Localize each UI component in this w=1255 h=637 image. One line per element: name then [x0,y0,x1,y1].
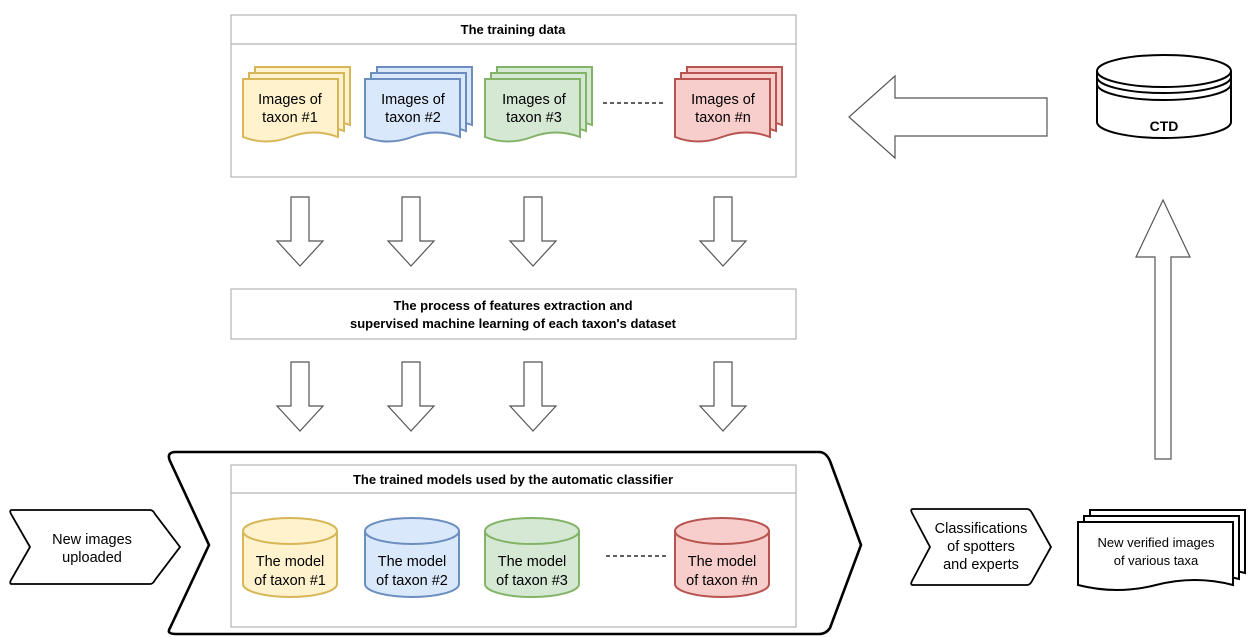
image-stack-taxon-3: Images of taxon #3 [484,66,593,143]
down-arrow-icon [698,361,748,432]
training-data-title: The training data [461,22,567,37]
model-label-line2: of taxon #3 [496,573,568,589]
image-stack-label-line1: Images of [258,92,323,108]
down-arrow-icon [275,196,325,267]
new-images-line1: New images [52,532,132,548]
classifications-line2: of spotters [947,539,1015,555]
model-taxon-n: The model of taxon #n [674,517,770,598]
model-label-line2: of taxon #1 [254,573,326,589]
image-stack-taxon-1: Images of taxon #1 [242,66,351,143]
left-arrow-icon [848,74,1048,160]
image-stack-label-line1: Images of [691,92,756,108]
ctd-database: CTD [1096,54,1232,139]
image-stack-taxon-2: Images of taxon #2 [364,66,473,143]
down-arrow-icon [386,196,436,267]
model-label-line1: The model [378,554,447,570]
image-stack-label-line1: Images of [381,92,446,108]
model-label-line1: The model [498,554,567,570]
classifications-line3: and experts [943,557,1019,573]
process-line2: supervised machine learning of each taxo… [350,316,677,331]
classifications-line1: Classifications [935,521,1028,537]
verified-line2: of various taxa [1114,553,1199,568]
image-stack-label-line2: taxon #3 [506,110,562,126]
new-images-line2: uploaded [62,550,122,566]
down-arrow-icon [386,361,436,432]
down-arrow-icon [275,361,325,432]
verified-images-stack: New verified images of various taxa [1077,509,1246,591]
up-arrow-icon [1135,198,1191,460]
model-taxon-2: The model of taxon #2 [364,517,460,598]
image-stack-label-line2: taxon #n [695,110,751,126]
down-arrow-icon [508,361,558,432]
model-label-line1: The model [688,554,757,570]
image-stack-taxon-n: Images of taxon #n [674,66,783,143]
model-label-line2: of taxon #n [686,573,758,589]
down-arrows-row-1 [275,196,748,267]
image-stack-label-line2: taxon #2 [385,110,441,126]
classifications-step: Classifications of spotters and experts [910,508,1053,586]
process-line1: The process of features extraction and [393,298,632,313]
database-icon-label: CTD [1150,118,1179,134]
image-stack-label-line1: Images of [502,92,567,108]
down-arrows-row-2 [275,361,748,432]
down-arrow-icon [698,196,748,267]
model-taxon-1: The model of taxon #1 [242,517,338,598]
new-images-uploaded: New images uploaded [9,509,182,585]
model-label-line1: The model [256,554,325,570]
model-label-line2: of taxon #2 [376,573,448,589]
process-box: The process of features extraction and s… [230,288,797,340]
model-taxon-3: The model of taxon #3 [484,517,580,598]
down-arrow-icon [508,196,558,267]
image-stack-label-line2: taxon #1 [262,110,318,126]
verified-line1: New verified images [1097,535,1215,550]
models-title: The trained models used by the automatic… [353,472,673,487]
